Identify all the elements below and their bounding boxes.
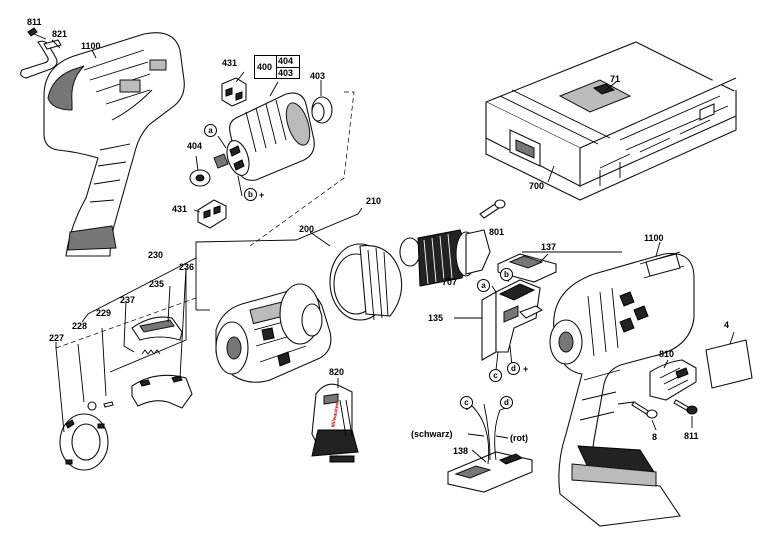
part-label-801: 801 <box>489 227 505 237</box>
part-label-237: 237 <box>120 295 136 305</box>
gearbox-200-drawing <box>215 283 332 383</box>
housing-half-1100-drawing <box>43 32 185 257</box>
part-label-138: 138 <box>453 446 469 456</box>
carry-case-700-drawing <box>485 41 737 201</box>
part-label-230: 230 <box>148 250 164 260</box>
part-label-71: 71 <box>610 74 621 84</box>
switch-135-drawing <box>481 279 544 361</box>
screw-811-right-drawing <box>673 399 698 415</box>
cable-138-drawing <box>447 403 533 493</box>
part-label-403: 403 <box>278 68 294 78</box>
spring-237-drawing <box>141 349 161 355</box>
part-label-227: 227 <box>49 333 65 343</box>
part-label-400: 400 <box>257 62 273 72</box>
part-label-707: 707 <box>442 277 458 287</box>
marker-plus-switch: + <box>523 364 529 374</box>
part-label-8: 8 <box>652 432 658 442</box>
clutch-ring-227-drawing <box>59 413 109 471</box>
part-label-404-bearing: 404 <box>187 141 203 151</box>
pin-229-drawing <box>103 401 114 408</box>
part-label-135: 135 <box>428 313 444 323</box>
marker-a-switch: a <box>477 279 490 292</box>
marker-plus-motor: + <box>259 190 265 200</box>
marker-c-switch: c <box>489 369 502 382</box>
marker-d-switch: d <box>507 362 520 375</box>
adjusting-ring-210-drawing <box>329 243 403 321</box>
part-label-4: 4 <box>724 320 730 330</box>
wire-label-black: (schwarz) <box>411 429 453 439</box>
box-divider-h <box>277 67 299 68</box>
marker-a-motor: a <box>204 124 217 137</box>
part-label-235: 235 <box>149 279 165 289</box>
part-label-821: 821 <box>52 29 68 39</box>
chuck-screw-801-drawing <box>479 199 506 219</box>
clutch-plate-236-drawing <box>131 374 193 409</box>
part-label-1100: 1100 <box>81 41 101 51</box>
adapter-820-drawing <box>311 383 359 463</box>
marker-b-switch: b <box>500 268 513 281</box>
wire-label-red: (rot) <box>510 433 528 443</box>
part-label-1100-right: 1100 <box>644 233 664 243</box>
part-label-210: 210 <box>366 196 382 206</box>
ball-228-drawing <box>87 401 97 411</box>
part-label-228: 228 <box>72 321 88 331</box>
box-divider <box>276 56 277 78</box>
part-label-820: 820 <box>329 367 345 377</box>
clutch-cover-235-drawing <box>131 316 183 341</box>
motor-group-box: 400 404 403 <box>254 55 300 79</box>
marker-b-motor: b <box>244 188 257 201</box>
brush-holder-431-bottom-drawing <box>197 199 227 229</box>
bearing-404-drawing <box>189 169 211 187</box>
nameplate-4-drawing <box>705 339 753 389</box>
part-label-236: 236 <box>179 262 195 272</box>
part-label-229: 229 <box>96 308 112 318</box>
part-label-431-lower: 431 <box>172 204 188 214</box>
part-label-137: 137 <box>541 242 557 252</box>
part-label-700: 700 <box>529 181 545 191</box>
motor-400-drawing <box>213 92 315 181</box>
part-label-811-right: 811 <box>684 431 699 441</box>
side-cover-810-drawing <box>649 359 697 401</box>
part-label-811: 811 <box>27 17 42 27</box>
part-label-200: 200 <box>299 224 315 234</box>
chuck-707-drawing <box>399 229 491 287</box>
part-label-404: 404 <box>278 56 294 66</box>
part-label-403-ring: 403 <box>310 71 326 81</box>
ring-403-drawing <box>311 96 333 124</box>
marker-d-cable: d <box>500 396 513 409</box>
part-label-431: 431 <box>222 58 238 68</box>
part-label-810: 810 <box>659 349 675 359</box>
marker-c-cable: c <box>460 396 473 409</box>
brush-holder-431-top-drawing <box>221 77 247 107</box>
housing-1100-assembled-drawing <box>549 251 695 527</box>
screw-811-drawing <box>27 27 47 40</box>
screw-8-drawing <box>631 401 658 419</box>
